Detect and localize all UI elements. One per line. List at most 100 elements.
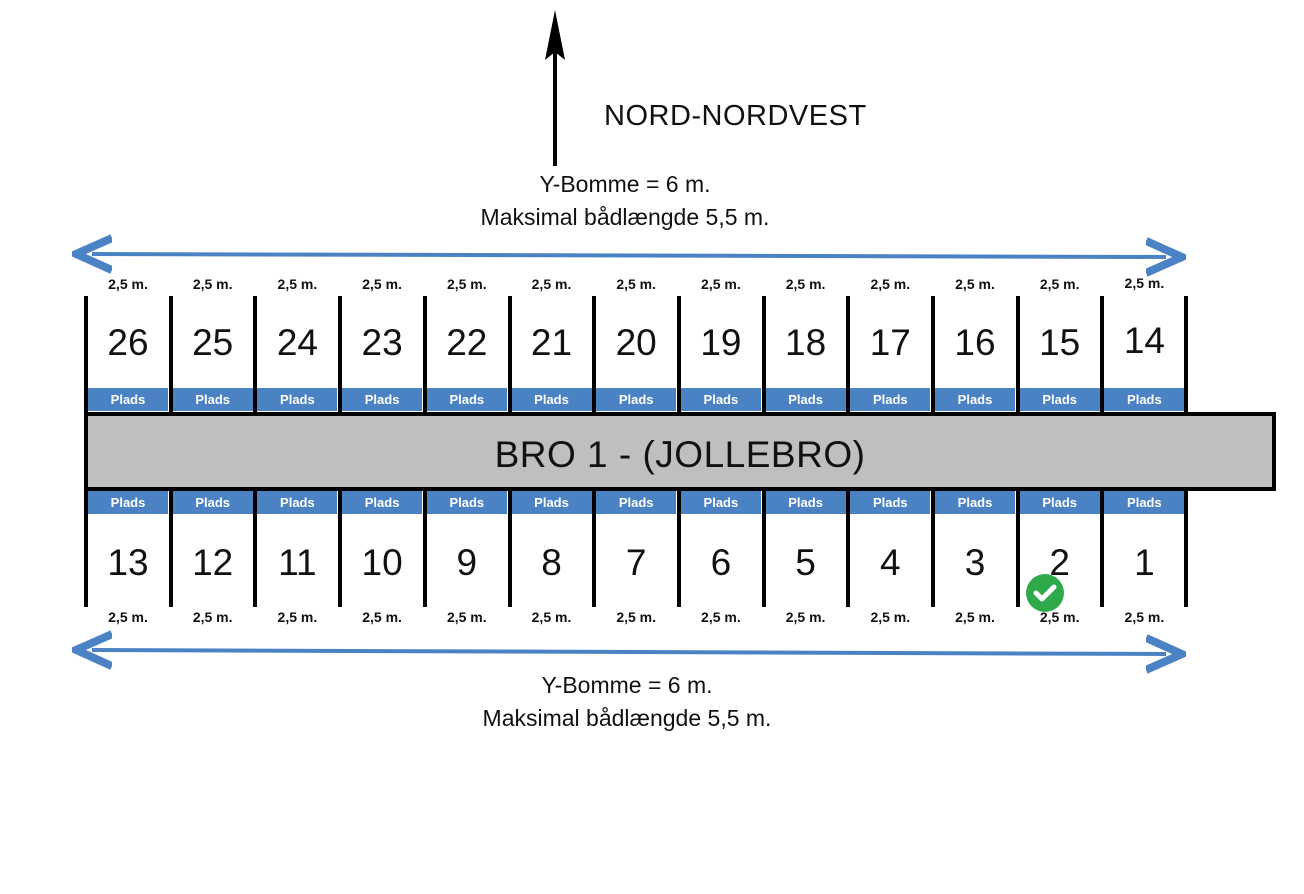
plads-label[interactable]: Plads — [257, 388, 338, 411]
note-bottom: Y-Bomme = 6 m. Maksimal bådlængde 5,5 m. — [327, 669, 927, 735]
plads-label[interactable]: Plads — [511, 491, 592, 514]
dimension-arrow-top — [92, 254, 1166, 257]
berth-width-label: 2,5 m. — [1124, 609, 1165, 625]
berth-number[interactable]: 26 — [107, 322, 149, 363]
berth-number[interactable]: 6 — [710, 542, 732, 583]
berth-divider-post — [592, 296, 597, 412]
plads-label[interactable]: Plads — [680, 388, 761, 411]
berth-width-label: 2,5 m. — [1039, 609, 1080, 625]
berth-width-label: 2,5 m. — [701, 609, 741, 625]
berth-number[interactable]: 20 — [615, 322, 657, 363]
plads-label[interactable]: Plads — [1104, 388, 1185, 411]
berth-divider-post — [253, 296, 258, 412]
check-circle-icon — [1025, 574, 1064, 612]
berth-divider-post — [931, 491, 935, 607]
berth-number[interactable]: 21 — [530, 322, 573, 363]
plads-label[interactable]: Plads — [935, 491, 1015, 514]
berth-number[interactable]: 1 — [1134, 542, 1155, 583]
berth-number[interactable]: 9 — [456, 542, 478, 583]
berth-divider-post — [1015, 296, 1020, 412]
plads-label[interactable]: Plads — [765, 491, 846, 514]
compass-label: NORD-NORDVEST — [604, 100, 867, 132]
berth-divider-post — [422, 296, 427, 412]
plads-label[interactable]: Plads — [88, 491, 168, 514]
plads-label[interactable]: Plads — [1019, 491, 1100, 514]
plads-label[interactable]: Plads — [511, 388, 592, 411]
berth-number[interactable]: 2 — [1049, 542, 1070, 583]
plads-label[interactable]: Plads — [765, 388, 846, 411]
berth-number[interactable]: 7 — [625, 542, 647, 583]
plads-label[interactable]: Plads — [1019, 388, 1100, 411]
pier-label: BRO 1 - (JOLLEBRO) — [494, 434, 866, 475]
berth-divider-post — [1100, 491, 1105, 607]
plads-label[interactable]: Plads — [172, 491, 253, 514]
berth-divider-post — [592, 491, 597, 607]
berth-width-label: 2,5 m. — [277, 276, 318, 292]
north-arrow-icon — [545, 10, 565, 166]
berth-divider-post — [1184, 491, 1189, 607]
berth-divider-post — [1100, 296, 1105, 412]
plads-label[interactable]: Plads — [1104, 491, 1185, 514]
berth-number[interactable]: 23 — [361, 322, 403, 363]
berth-divider-post — [846, 491, 851, 607]
berth-divider-post — [84, 296, 88, 412]
berth-width-label: 2,5 m. — [616, 276, 657, 292]
berth-number[interactable]: 10 — [361, 542, 403, 583]
berth-number[interactable]: 14 — [1123, 320, 1165, 361]
berth-number[interactable]: 16 — [954, 322, 996, 363]
berth-divider-post — [676, 296, 681, 412]
berth-number[interactable]: 12 — [192, 542, 234, 583]
berth-number[interactable]: 17 — [869, 322, 911, 363]
berth-width-label: 2,5 m. — [785, 276, 826, 292]
berth-width-label: 2,5 m. — [1124, 275, 1165, 291]
berth-divider-post — [507, 296, 512, 412]
note-bottom-line1: Y-Bomme = 6 m. — [541, 672, 713, 698]
berth-width-label: 2,5 m. — [192, 276, 233, 292]
plads-label[interactable]: Plads — [426, 491, 507, 514]
berth-number[interactable]: 18 — [785, 322, 827, 363]
berth-width-label: 2,5 m. — [192, 609, 233, 625]
berth-number[interactable]: 13 — [107, 542, 149, 583]
plads-label[interactable]: Plads — [172, 388, 253, 411]
berth-width-label: 2,5 m. — [531, 609, 572, 625]
note-bottom-line2: Maksimal bådlængde 5,5 m. — [482, 705, 772, 731]
berth-number[interactable]: 24 — [276, 322, 318, 363]
plads-label[interactable]: Plads — [257, 491, 338, 514]
berth-number[interactable]: 5 — [795, 542, 816, 583]
berth-width-label: 2,5 m. — [1039, 276, 1080, 292]
plads-label[interactable]: Plads — [342, 491, 423, 514]
berth-number[interactable]: 25 — [192, 322, 234, 363]
berth-number[interactable]: 8 — [541, 542, 562, 583]
berth-divider-post — [931, 296, 935, 412]
note-top: Y-Bomme = 6 m. Maksimal bådlængde 5,5 m. — [325, 168, 925, 234]
plads-label[interactable]: Plads — [850, 491, 931, 514]
berth-number[interactable]: 3 — [964, 542, 986, 583]
plads-label[interactable]: Plads — [342, 388, 423, 411]
berth-number[interactable]: 19 — [700, 322, 742, 363]
berth-number[interactable]: 15 — [1039, 322, 1081, 363]
note-top-line1: Y-Bomme = 6 m. — [539, 171, 711, 197]
berth-width-label: 2,5 m. — [108, 276, 148, 292]
berth-divider-post — [338, 296, 343, 412]
plads-label[interactable]: Plads — [935, 388, 1015, 411]
berth-divider-post — [761, 296, 766, 412]
berth-divider-post — [507, 491, 512, 607]
plads-label[interactable]: Plads — [680, 491, 761, 514]
berth-divider-post — [1015, 491, 1020, 607]
berth-width-label: 2,5 m. — [785, 609, 826, 625]
berth-width-label: 2,5 m. — [870, 276, 911, 292]
berth-divider-post — [846, 296, 851, 412]
plads-label[interactable]: Plads — [850, 388, 931, 411]
berth-divider-post — [338, 491, 343, 607]
plads-label[interactable]: Plads — [88, 388, 168, 411]
berth-width-label: 2,5 m. — [108, 609, 148, 625]
plads-label[interactable]: Plads — [596, 388, 677, 411]
berth-number[interactable]: 4 — [880, 542, 901, 583]
berth-number[interactable]: 22 — [446, 322, 488, 363]
plads-label[interactable]: Plads — [426, 388, 507, 411]
plads-label[interactable]: Plads — [596, 491, 677, 514]
berth-divider-post — [761, 491, 766, 607]
berth-number[interactable]: 11 — [278, 542, 317, 583]
berth-divider-post — [168, 296, 173, 412]
